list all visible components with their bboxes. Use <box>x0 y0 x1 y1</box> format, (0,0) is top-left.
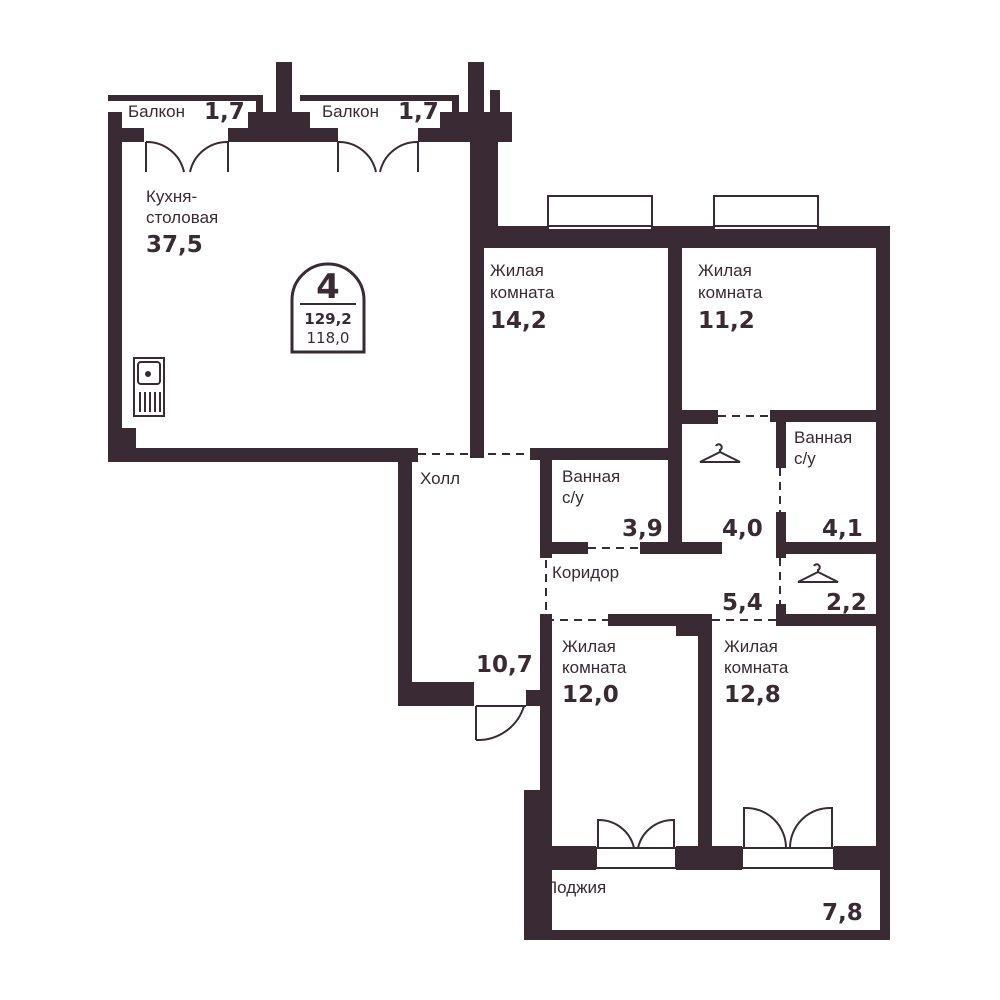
balcony-2-rail <box>300 95 458 101</box>
loggia-area: 7,8 <box>822 900 863 926</box>
balcony-1-area: 1,7 <box>204 99 245 125</box>
entrance-door <box>475 705 526 742</box>
room-labels: Балкон 1,7 Балкон 1,7 Кухня- столовая 37… <box>128 99 867 926</box>
kitchen-label-1: Кухня- <box>146 187 197 206</box>
window-living-4 <box>741 847 835 869</box>
hall-area: 10,7 <box>476 652 533 678</box>
balcony-1-rail <box>108 95 263 101</box>
living-2-label-1: Жилая <box>698 261 752 280</box>
sink-drain <box>145 371 151 377</box>
hanger-closet-2 <box>797 563 839 583</box>
wardrobe-1-area: 4,0 <box>722 516 763 542</box>
sink-drainer <box>139 392 161 412</box>
living-2-area: 11,2 <box>698 308 755 334</box>
kitchen-area: 37,5 <box>146 232 203 258</box>
badge-rooms: 4 <box>316 267 340 307</box>
bathroom-1-label-1: Ванная <box>562 467 620 486</box>
wall-bath1-bottom-2 <box>640 542 722 554</box>
wall-bottom-1 <box>540 846 596 870</box>
badge-total-area: 129,2 <box>304 310 351 328</box>
balcony-2-door <box>337 140 419 173</box>
wall-pier-1-top <box>276 62 292 122</box>
balcony-1-rail-end <box>256 95 263 120</box>
wall-kitchen-left <box>108 112 122 462</box>
wall-living-divider <box>668 240 682 550</box>
corridor-area: 5,4 <box>722 590 763 616</box>
living-3-label-2: комната <box>562 658 627 677</box>
wall-bath1-top <box>530 448 680 460</box>
wall-right <box>876 226 890 856</box>
bathroom-2-label-1: Ванная <box>794 428 852 447</box>
balcony-2-area: 1,7 <box>398 99 439 125</box>
bathroom-1-area: 3,9 <box>622 516 663 542</box>
door-swing-icon <box>145 140 833 849</box>
hall-label: Холл <box>420 469 460 488</box>
balcony-2-rail-end <box>452 95 459 120</box>
wall-bath2-left-low <box>776 512 786 558</box>
hanger-icon <box>699 443 839 583</box>
balcony-1-door <box>145 140 229 173</box>
wall-bath2-left <box>776 410 786 468</box>
corridor-label: Коридор <box>552 563 619 582</box>
wall-hall-left <box>398 448 412 706</box>
wall-top-1 <box>108 128 144 142</box>
wall-bath1-bottom <box>540 542 588 554</box>
kitchen-label-2: столовая <box>146 208 218 227</box>
hanger-closet-1 <box>699 443 741 463</box>
wall-hall-bottom <box>398 682 474 706</box>
living-1-label-2: комната <box>490 283 555 302</box>
sink-bowl <box>137 361 161 385</box>
living-3-area: 12,0 <box>562 682 619 708</box>
open-boundaries <box>418 415 782 621</box>
wall-bath2-top <box>770 410 880 422</box>
loggia-door-2 <box>743 806 833 849</box>
living-4-label-1: Жилая <box>724 637 778 656</box>
balcony-1-label: Балкон <box>128 102 185 121</box>
badge-shape <box>290 262 366 354</box>
window-living-2 <box>713 195 819 231</box>
wall-living-divider-low <box>698 614 712 858</box>
wall-kitchen-right <box>470 130 484 458</box>
wall-pier-2-side <box>490 90 500 130</box>
wall-bath2-bottom <box>776 542 880 554</box>
wall-kitchen-bottom <box>108 448 418 462</box>
wall-living4-top <box>782 614 878 626</box>
wall-living-top <box>470 226 890 248</box>
bathroom-2-label-2: с/у <box>794 449 816 468</box>
wardrobe-2-area: 2,2 <box>826 590 867 616</box>
living-1-label-1: Жилая <box>490 261 544 280</box>
wall-bath1-left <box>540 448 552 558</box>
loggia-rail-right <box>880 856 890 940</box>
bathroom-1-label-2: с/у <box>562 488 584 507</box>
balcony-2-label: Балкон <box>322 102 379 121</box>
loggia-door-1 <box>597 818 675 849</box>
kitchen-sink-icon <box>133 357 165 417</box>
living-1-area: 14,2 <box>490 308 547 334</box>
apartment-badge: 4 129,2 118,0 <box>290 262 366 354</box>
sink-body <box>133 357 165 417</box>
living-2-label-2: комната <box>698 283 763 302</box>
badge-living-area: 118,0 <box>307 329 350 347</box>
loggia-rail-bottom <box>524 930 890 940</box>
loggia-label: Лоджия <box>546 878 606 897</box>
wall-closet-top <box>682 410 718 424</box>
window-icon <box>547 195 835 869</box>
living-3-label-1: Жилая <box>562 637 616 656</box>
wall-bottom-2 <box>676 846 742 870</box>
wall-pier-2-top <box>468 62 484 142</box>
walls <box>108 62 890 940</box>
living-4-area: 12,8 <box>724 682 781 708</box>
wall-kitchen-stub <box>122 428 136 448</box>
living-4-label-2: комната <box>724 658 789 677</box>
window-living-3 <box>595 847 677 869</box>
bathroom-2-area: 4,1 <box>822 516 863 542</box>
window-living-1 <box>547 195 653 231</box>
